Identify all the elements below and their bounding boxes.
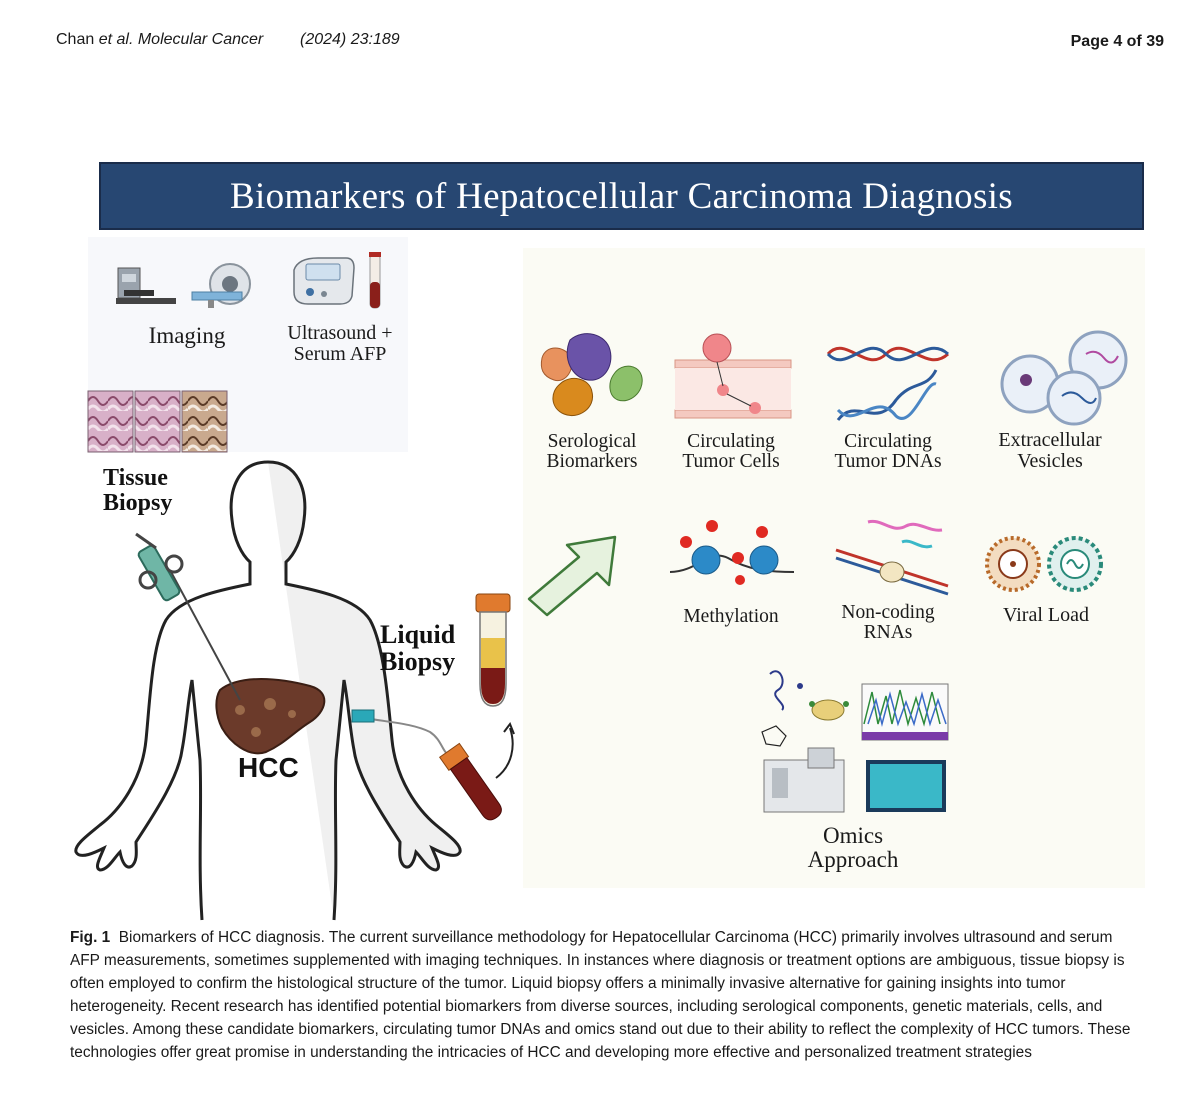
omics-line1: Omics: [822, 823, 884, 848]
vacutainer-icon: [438, 742, 502, 821]
non-coding-rna-icon: [835, 519, 949, 596]
ev-line2: Vesicles: [1017, 450, 1083, 472]
human-body-outline: [74, 460, 462, 921]
ctdna-line2: Tumor DNAs: [834, 451, 942, 473]
running-header-authors: Chan et al. Molecular Cancer: [56, 31, 263, 49]
liquid-biopsy-line2: Biopsy: [380, 647, 456, 677]
liquid-biopsy-line1: Liquid: [380, 620, 456, 649]
serological-proteins-icon: [540, 333, 643, 416]
methylation-icon: [669, 520, 795, 585]
ultrasound-label-line1: Ultrasound +: [287, 322, 393, 344]
imaging-label: Imaging: [148, 323, 226, 348]
biomarker-label-ctc: Circulating Tumor Cells: [666, 431, 796, 473]
extracellular-vesicles-icon: [1000, 330, 1128, 426]
circulating-tumor-dna-icon: [826, 346, 950, 421]
ultrasound-label-line2: Serum AFP: [293, 343, 387, 365]
ctdna-line1: Circulating: [844, 431, 932, 452]
citation: (2024) 23:189: [300, 31, 400, 48]
author-name: Chan: [56, 31, 99, 48]
biomarker-label-ctdna: Circulating Tumor DNAs: [822, 431, 954, 473]
tissue-biopsy-label: Tissue Biopsy: [103, 465, 173, 517]
large-arrow-icon: [527, 535, 617, 617]
serological-line1: Serological: [547, 431, 637, 452]
ctc-line1: Circulating: [687, 431, 775, 452]
figure-title: Biomarkers of Hepatocellular Carcinoma D…: [230, 175, 1013, 217]
blood-tube-icon: [475, 593, 511, 707]
ct-scanner-icon: [116, 263, 251, 308]
ultrasound-label: Ultrasound + Serum AFP: [272, 323, 408, 365]
viral-load-icon: [985, 536, 1103, 592]
serological-line2: Biomarkers: [546, 451, 638, 473]
figure-title-banner: Biomarkers of Hepatocellular Carcinoma D…: [99, 162, 1144, 230]
curved-arrow-icon: [495, 721, 515, 779]
liquid-biopsy-label: Liquid Biopsy: [380, 621, 455, 676]
ev-line1: Extracellular: [998, 429, 1102, 451]
journal-name: et al. Molecular Cancer: [98, 31, 264, 48]
tissue-biopsy-line2: Biopsy: [103, 490, 173, 517]
caption-text: Biomarkers of HCC diagnosis. The current…: [70, 929, 1131, 1061]
biomarker-label-ncrna: Non-coding RNAs: [826, 602, 950, 644]
circulating-tumor-cells-icon: [674, 333, 792, 419]
tissue-biopsy-line1: Tissue: [103, 465, 168, 491]
biomarker-label-methylation: Methylation: [683, 606, 779, 627]
page-number: Page 4 of 39: [1070, 33, 1164, 50]
caption-label: Fig. 1: [70, 929, 111, 946]
hcc-label: HCC: [238, 752, 299, 783]
ncrna-line2: RNAs: [863, 622, 913, 644]
biomarker-label-viral-load: Viral Load: [1003, 604, 1089, 626]
omics-line2: Approach: [807, 847, 899, 873]
biomarker-label-omics: Omics Approach: [790, 823, 916, 873]
ctc-line2: Tumor Cells: [682, 451, 780, 473]
biomarker-label-serological: Serological Biomarkers: [530, 431, 654, 473]
ncrna-line1: Non-coding: [841, 602, 935, 623]
biomarker-label-ev: Extracellular Vesicles: [982, 430, 1118, 472]
ultrasound-machine-icon: [293, 252, 381, 309]
omics-approach-icon: [761, 670, 949, 813]
figure-caption: Fig. 1 Biomarkers of HCC diagnosis. The …: [70, 926, 1142, 1064]
histology-slides-icon: [87, 390, 228, 453]
